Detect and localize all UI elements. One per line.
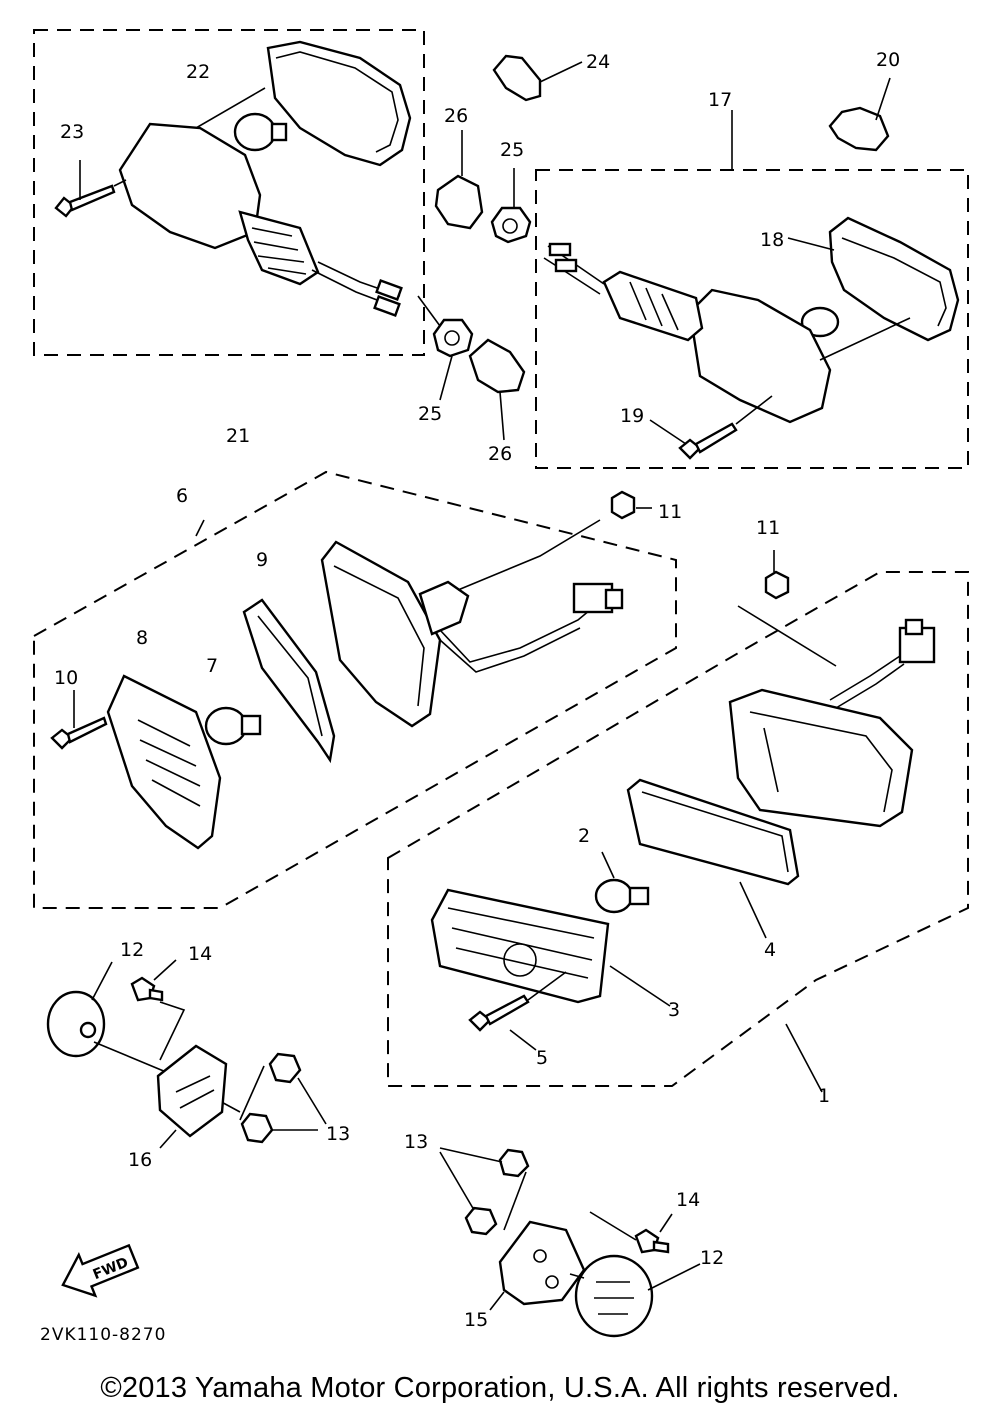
- screw-19: [649, 395, 773, 460]
- callout-24: 24: [586, 51, 610, 73]
- callout-5: 5: [536, 1047, 548, 1069]
- nut-25-top: [490, 168, 532, 244]
- lens-22: [266, 40, 412, 167]
- group-21-turn-signal: [33, 29, 425, 356]
- callout-23: 23: [60, 121, 84, 143]
- callout-21: 21: [226, 425, 250, 447]
- nut-13-left-a: [268, 1052, 302, 1084]
- group-1-outline: [387, 571, 969, 1087]
- group-17-turn-signal: [535, 110, 969, 469]
- group-17-box: [535, 169, 969, 469]
- callout-26-top: 26: [444, 105, 468, 127]
- housing-1: [728, 688, 914, 828]
- nut-13-right-b: [464, 1206, 498, 1236]
- callout-1: 1: [818, 1085, 830, 1107]
- callout-6: 6: [176, 485, 188, 507]
- housing-21: [118, 122, 262, 250]
- callout-26-bottom: 26: [488, 443, 512, 465]
- callout-18: 18: [760, 229, 784, 251]
- callout-13-right: 13: [404, 1131, 428, 1153]
- gasket-4: [626, 778, 800, 886]
- callout-8: 8: [136, 627, 148, 649]
- fwd-arrow-icon: FWD: [61, 1243, 140, 1298]
- nut-13-left-b: [240, 1112, 274, 1144]
- callout-11-top: 11: [658, 501, 682, 523]
- callout-16: 16: [128, 1149, 152, 1171]
- lens-18: [828, 216, 960, 342]
- callout-17: 17: [708, 89, 732, 111]
- group-21-box: [33, 29, 425, 356]
- reflector-left: [46, 959, 327, 1149]
- nut-25-bottom: [432, 318, 474, 401]
- bulb-2: [594, 878, 634, 914]
- bulb-17: [800, 306, 840, 338]
- callout-12-left: 12: [120, 939, 144, 961]
- callout-2: 2: [578, 825, 590, 847]
- housing-15: [498, 1220, 586, 1306]
- bulb-20: [828, 77, 891, 152]
- callout-13-left: 13: [326, 1123, 350, 1145]
- callout-10: 10: [54, 667, 78, 689]
- lens-8: [106, 674, 222, 850]
- callout-25-bottom: 25: [418, 403, 442, 425]
- housing-17: [688, 288, 832, 424]
- reflector-12-left: [46, 990, 106, 1058]
- grommet-26-top: [434, 130, 484, 230]
- callout-15: 15: [464, 1309, 488, 1331]
- callout-22: 22: [186, 61, 210, 83]
- bulb-24: [492, 54, 583, 102]
- callout-14-right: 14: [676, 1189, 700, 1211]
- reflector-12-right: [574, 1254, 654, 1338]
- housing-6: [320, 540, 442, 728]
- screw-23: [54, 160, 127, 218]
- bulb-7: [204, 706, 248, 746]
- callout-4: 4: [764, 939, 776, 961]
- copyright-notice: ©2013 Yamaha Motor Corporation, U.S.A. A…: [100, 1372, 900, 1404]
- screw-11-right: [764, 550, 790, 600]
- callout-14-left: 14: [188, 943, 212, 965]
- gasket-9: [242, 598, 336, 764]
- lens-3: [430, 888, 610, 1004]
- screw-11-top: [610, 490, 652, 520]
- callout-11-right: 11: [756, 517, 780, 539]
- housing-16: [156, 1044, 228, 1138]
- group-6-flasher: [33, 470, 677, 909]
- callout-labels: 22 23 24 20 26 25 17 18 25 26 21 19 6 11…: [54, 49, 900, 1331]
- callout-25-top: 25: [500, 139, 524, 161]
- drawing-code: 2VK110-8270: [40, 1325, 166, 1345]
- group-6-outline: [33, 470, 677, 909]
- callout-12-right: 12: [700, 1247, 724, 1269]
- grommet-26-bottom: [468, 338, 526, 441]
- callout-7: 7: [206, 655, 218, 677]
- stem-21: [238, 210, 320, 286]
- nut-13-right-a: [498, 1148, 530, 1178]
- callout-20: 20: [876, 49, 900, 71]
- callout-19: 19: [620, 405, 644, 427]
- reflector-right: [439, 1147, 701, 1338]
- bulb-21: [233, 112, 277, 152]
- group-1-flasher: [387, 571, 969, 1093]
- callout-9: 9: [256, 549, 268, 571]
- screw-10: [50, 690, 108, 750]
- screw-5: [468, 971, 567, 1051]
- callout-3: 3: [668, 999, 680, 1021]
